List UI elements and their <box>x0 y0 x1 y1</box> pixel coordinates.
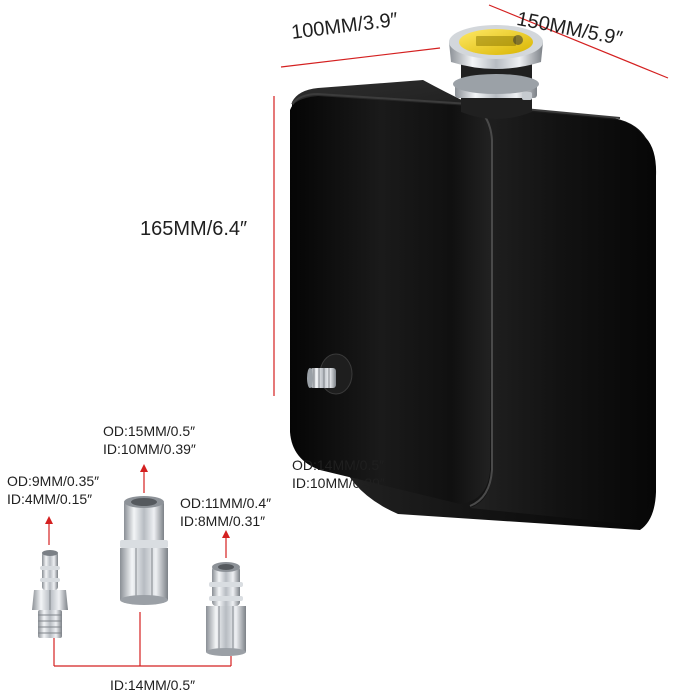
fitting-medium-spec-label: OD:11MM/0.4″ ID:8MM/0.31″ <box>180 495 271 530</box>
arrow-large <box>140 464 148 472</box>
height-label: 165MM/6.4″ <box>140 218 248 240</box>
arrow-small <box>45 516 53 524</box>
hose-barb-small <box>32 550 68 638</box>
dimension-lines <box>48 4 669 667</box>
fitting-large-id-text: ID:10MM/0.39″ <box>103 440 196 457</box>
outlet-od-text: OD:14MM/0.5″ <box>292 457 385 473</box>
width-dimension-line <box>280 47 441 68</box>
fitting-medium-od-text: OD:11MM/0.4″ <box>180 495 272 511</box>
arrow-medium <box>222 530 230 538</box>
tank-outlet-fitting <box>307 353 353 395</box>
outlet-spec-label: OD:14MM/0.5″ ID:10MM/0.39″ <box>292 457 385 492</box>
depth-dimension-line <box>488 4 669 79</box>
outlet-id-text: ID:10MM/0.39″ <box>292 474 385 491</box>
thread-spec-label: ID:14MM/0.5″ <box>110 677 196 693</box>
fitting-medium-id-text: ID:8MM/0.31″ <box>180 512 266 529</box>
fitting-small-od-text: OD:9MM/0.35″ <box>7 473 100 489</box>
radiator-cap <box>449 25 543 119</box>
fitting-small-spec-label: OD:9MM/0.35″ ID:4MM/0.15″ <box>7 473 99 508</box>
hose-barb-medium <box>206 562 246 656</box>
tank-right-face <box>470 106 650 524</box>
overflow-tank <box>290 80 657 530</box>
tank-front-face <box>290 96 492 504</box>
hose-barb-large <box>120 496 168 605</box>
tank-top-highlight <box>291 92 621 119</box>
fitting-small-id-text: ID:4MM/0.15″ <box>7 490 93 507</box>
fitting-large-spec-label: OD:15MM/0.5″ ID:10MM/0.39″ <box>103 423 196 458</box>
fitting-large-od-text: OD:15MM/0.5″ <box>103 423 196 439</box>
